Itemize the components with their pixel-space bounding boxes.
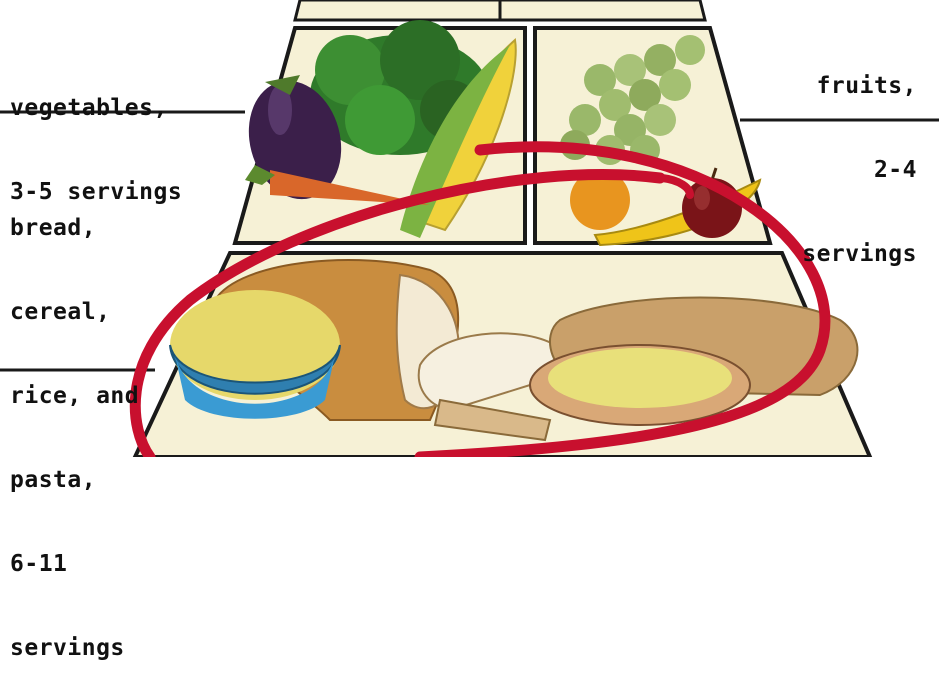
rice-plate-icon	[530, 345, 750, 425]
bread-label-line-1: bread,	[10, 214, 139, 242]
bread-label-line-3: rice, and	[10, 382, 139, 410]
vegetables-label-line-1: vegetables,	[10, 94, 182, 122]
bread-label-line-6: servings	[10, 634, 139, 662]
fruits-label-line-2: 2-4	[802, 156, 917, 184]
pyramid-top-tier	[295, 0, 705, 20]
fruits-label-line-1: fruits,	[802, 72, 917, 100]
bread-label: bread, cereal, rice, and pasta, 6-11 ser…	[10, 158, 139, 690]
bread-label-line-5: 6-11	[10, 550, 139, 578]
fruits-label: fruits, 2-4 servings	[802, 16, 917, 296]
fruits-label-line-3: servings	[802, 240, 917, 268]
bread-label-line-4: pasta,	[10, 466, 139, 494]
pasta-bowl-icon	[170, 290, 340, 419]
bread-label-line-2: cereal,	[10, 298, 139, 326]
